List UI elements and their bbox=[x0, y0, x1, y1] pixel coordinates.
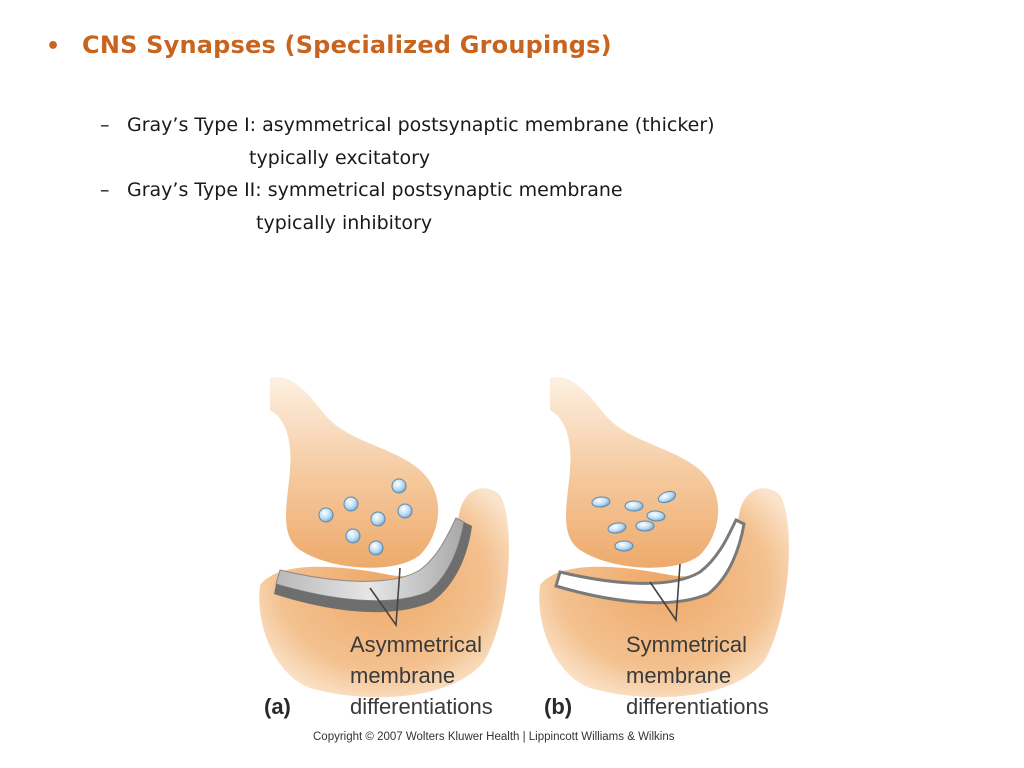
dash-marker: – bbox=[100, 179, 110, 201]
bullet-type-ii: –Gray’s Type II: symmetrical postsynapti… bbox=[100, 179, 623, 201]
title-bullet: • bbox=[46, 34, 61, 59]
synaptic-cleft-b bbox=[554, 517, 746, 605]
vesicle bbox=[624, 500, 644, 512]
vesicle bbox=[368, 540, 384, 556]
synapse-figure: Asymmetrical membrane (a) differentiatio… bbox=[259, 377, 789, 719]
type-i-text: Gray’s Type I: asymmetrical postsynaptic… bbox=[127, 114, 715, 136]
vesicle bbox=[391, 478, 407, 494]
type-ii-text: Gray’s Type II: symmetrical postsynaptic… bbox=[127, 179, 623, 201]
caption-b-line-2: membrane bbox=[626, 663, 731, 688]
panel-b-label: (b) bbox=[544, 694, 572, 719]
presynaptic-terminal-a bbox=[270, 377, 439, 568]
vesicle bbox=[646, 510, 666, 522]
dash-marker: – bbox=[100, 114, 110, 136]
panel-a: Asymmetrical membrane (a) differentiatio… bbox=[259, 377, 509, 719]
caption-a-line-1: Asymmetrical bbox=[350, 632, 482, 657]
presynaptic-terminal-b bbox=[550, 377, 719, 568]
vesicle bbox=[318, 507, 334, 523]
bullet-type-i: –Gray’s Type I: asymmetrical postsynapti… bbox=[100, 114, 715, 136]
copyright-notice: Copyright © 2007 Wolters Kluwer Health |… bbox=[313, 731, 675, 743]
vesicle bbox=[607, 522, 627, 534]
vesicles-b bbox=[591, 490, 677, 552]
vesicle bbox=[614, 540, 634, 552]
type-i-note: typically excitatory bbox=[249, 147, 431, 169]
vesicle bbox=[635, 520, 655, 532]
slide-title: CNS Synapses (Specialized Groupings) bbox=[82, 31, 612, 59]
vesicle bbox=[397, 503, 413, 519]
type-ii-note: typically inhibitory bbox=[256, 212, 433, 234]
caption-b-line-1: Symmetrical bbox=[626, 632, 747, 657]
caption-a-line-3: differentiations bbox=[350, 694, 493, 719]
vesicle bbox=[591, 496, 611, 508]
vesicle bbox=[345, 528, 361, 544]
title-row: • CNS Synapses (Specialized Groupings) bbox=[46, 31, 612, 59]
vesicle bbox=[370, 511, 386, 527]
pointer-line-a bbox=[369, 567, 401, 628]
vesicle bbox=[343, 496, 359, 512]
panel-b: Symmetrical membrane (b) differentiation… bbox=[539, 377, 789, 719]
vesicle bbox=[657, 490, 677, 504]
panel-a-label: (a) bbox=[264, 694, 291, 719]
vesicles-a bbox=[318, 478, 413, 556]
caption-a-line-2: membrane bbox=[350, 663, 455, 688]
caption-b-line-3: differentiations bbox=[626, 694, 769, 719]
pointer-line-b bbox=[649, 563, 681, 623]
